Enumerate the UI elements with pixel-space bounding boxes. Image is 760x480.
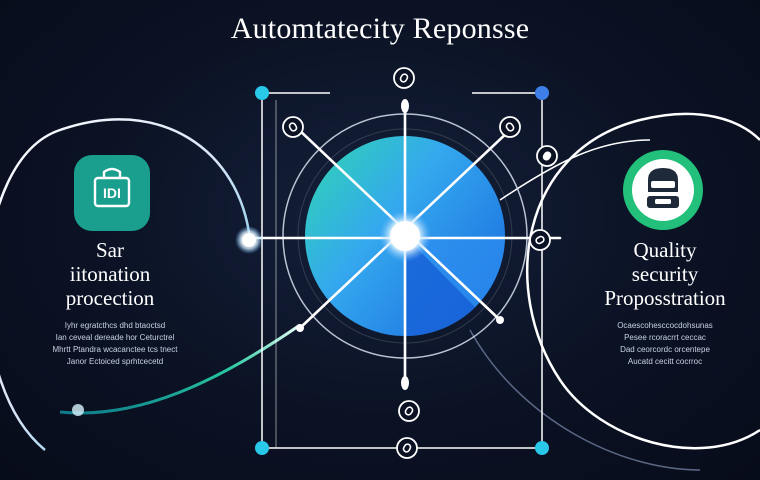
right-connector-curve [499,139,651,201]
lock-icon-upper-left [282,116,304,138]
node-bottom-right [535,441,549,455]
id-card-icon: IDI [74,155,150,231]
node-bottom-left [255,441,269,455]
right-body-line-2: Pesee rcoracrrt ceccac [624,333,706,342]
lock-icon-bottom [398,400,420,422]
right-body-line-1: Ocaescohesccocdohsunas [617,321,713,330]
left-green-curve [59,323,301,415]
right-body-line-4: Aucatd cecitt cocrroc [627,357,703,366]
right-dark-curve [469,329,701,471]
wheel-hub [390,221,420,251]
left-title-line-3: procection [65,286,155,310]
lock-icon-right-mid [529,229,551,251]
left-body-line-3: Mhrtt Ptandra wcacanctee tcs tnect [52,345,178,354]
node-top-left [255,86,269,100]
right-title-line-2: security [631,262,699,286]
right-body-line-3: Dad ceorcordc orcentepe [620,345,710,354]
left-panel-title: Sar iitonation procection [30,238,190,310]
lock-icon-top [393,67,415,89]
right-title-line-1: Quality [633,238,697,262]
left-panel-description: Iyhr egratcthcs dhd btaoctsd Ian ceveal … [15,320,215,368]
page-title: Automtatecity Reponsse [230,12,530,45]
right-title-line-3: Proposstration [604,286,726,310]
right-flow-arc [526,112,760,450]
left-flow-arc [0,118,252,451]
left-body-line-1: Iyhr egratcthcs dhd btaoctsd [64,321,166,330]
left-body-line-2: Ian ceveal dereade hor Ceturctrel [55,333,175,342]
wheel-dark-segment [405,236,475,336]
left-body-line-4: Janor Ectoiced sprhtcecetd [66,357,164,366]
node-left [242,233,256,247]
lock-icon-right-top [536,145,558,167]
lock-icon-upper-right [499,116,521,138]
right-panel-title: Quality security Proposstration [580,238,750,310]
node-top-right [535,86,549,100]
lock-icon-bottom-frame [396,437,418,459]
left-title-line-2: iitonation [69,262,151,286]
user-shield-icon [623,150,703,230]
node-lower-left [72,404,84,416]
right-panel-description: Ocaescohesccocdohsunas Pesee rcoracrrt c… [575,320,755,368]
spoke-ends [296,99,504,390]
left-title-line-1: Sar [96,238,124,262]
id-card-icon-text: IDI [103,185,121,201]
